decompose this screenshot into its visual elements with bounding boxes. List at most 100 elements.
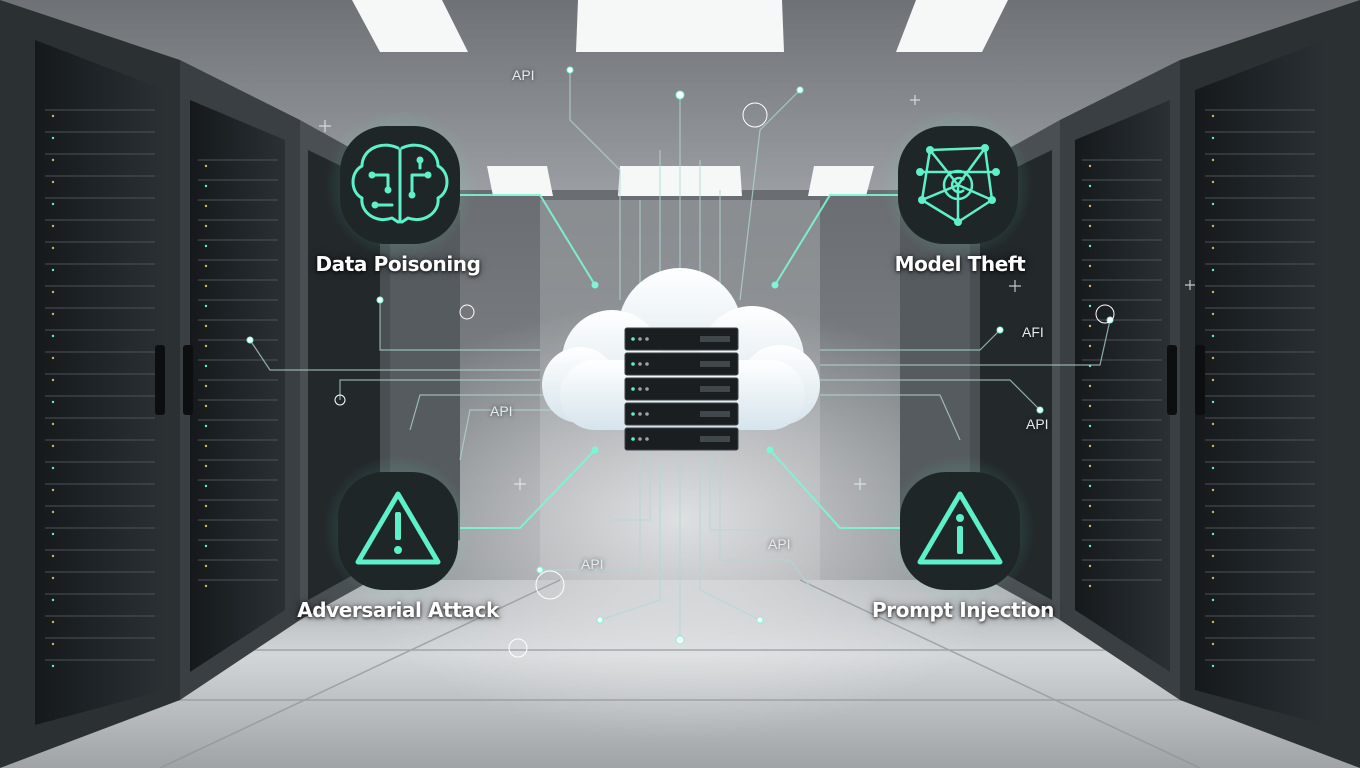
rack-led [1211, 488, 1215, 492]
rack-led [204, 324, 208, 328]
rack-led [204, 424, 208, 428]
server-led [645, 337, 649, 341]
rack-led [1088, 464, 1092, 468]
rack-led [1088, 584, 1092, 588]
rack-led [1088, 324, 1092, 328]
rack-led [204, 304, 208, 308]
rack-led [1211, 246, 1215, 250]
rack-led [1211, 444, 1215, 448]
server-unit [624, 352, 739, 376]
rack-led [51, 268, 55, 272]
server-unit [624, 327, 739, 351]
rack-led [1211, 224, 1215, 228]
rack-led [1211, 202, 1215, 206]
rack-led [1211, 642, 1215, 646]
rack-led [1211, 554, 1215, 558]
server-led [638, 337, 642, 341]
rack-led [1211, 466, 1215, 470]
rack-led [204, 204, 208, 208]
api-tag: API [1026, 416, 1049, 432]
rack-led [51, 444, 55, 448]
ceiling-lights [352, 0, 1008, 196]
api-tag: API [512, 67, 535, 83]
rack-led [1211, 136, 1215, 140]
rack-unit-lines [45, 109, 1315, 668]
rack-led [1211, 664, 1215, 668]
rack-led [51, 334, 55, 338]
data-poisoning-label: Data Poisoning [315, 252, 481, 276]
rack-led [51, 312, 55, 316]
rack-led [1211, 422, 1215, 426]
rack-led [51, 664, 55, 668]
rack-led [1211, 114, 1215, 118]
rack-led [51, 378, 55, 382]
rack-led [51, 466, 55, 470]
rack-led [1088, 404, 1092, 408]
rack-led [1088, 564, 1092, 568]
rack-led [51, 158, 55, 162]
server-unit [624, 427, 739, 451]
warning-triangle-icon-prompt [885, 455, 1035, 605]
rack-led [204, 584, 208, 588]
rack-led [204, 184, 208, 188]
cloud-server-icon [542, 268, 820, 451]
rack-led [204, 504, 208, 508]
server-led [645, 387, 649, 391]
rack-led [51, 422, 55, 426]
api-tag: API [581, 556, 604, 572]
rack-led [51, 400, 55, 404]
rack-led [1211, 180, 1215, 184]
server-slot [700, 411, 730, 417]
server-led [638, 412, 642, 416]
rack-led [1088, 384, 1092, 388]
server-led [645, 412, 649, 416]
rack-led [51, 620, 55, 624]
rack-led [1088, 344, 1092, 348]
server-led [645, 362, 649, 366]
rack-led [204, 224, 208, 228]
rack-led [204, 544, 208, 548]
server-stack [624, 327, 739, 451]
rack-led [51, 532, 55, 536]
rack-led [1211, 356, 1215, 360]
rack-led [51, 246, 55, 250]
prompt-injection-label: Prompt Injection [872, 598, 1054, 622]
server-led [631, 362, 635, 366]
adversarial-attack-label: Adversarial Attack [297, 598, 499, 622]
rack-led [51, 356, 55, 360]
rack-led [1211, 312, 1215, 316]
rack-led [51, 202, 55, 206]
api-tag: AFI [1022, 324, 1044, 340]
warning-triangle-icon-adversarial [323, 455, 473, 605]
rack-led [51, 576, 55, 580]
rack-led [1088, 204, 1092, 208]
rack-led [1088, 524, 1092, 528]
server-led [638, 387, 642, 391]
rack-led [1211, 158, 1215, 162]
rack-led [1211, 598, 1215, 602]
rack-led [1088, 224, 1092, 228]
rack-led [1088, 184, 1092, 188]
server-slot [700, 436, 730, 442]
server-slot [700, 361, 730, 367]
rack-led [204, 244, 208, 248]
rack-led [51, 488, 55, 492]
rack-led [1211, 290, 1215, 294]
rack-led [51, 114, 55, 118]
rack-led [204, 264, 208, 268]
rack-led [1211, 378, 1215, 382]
api-tag: API [490, 403, 513, 419]
rack-led [1211, 620, 1215, 624]
server-led [631, 437, 635, 441]
server-led [631, 387, 635, 391]
rack-led [204, 564, 208, 568]
rack-led [204, 484, 208, 488]
api-tag: API [768, 536, 791, 552]
rack-led [1211, 400, 1215, 404]
rack-led [1088, 544, 1092, 548]
rack-led [1088, 484, 1092, 488]
rack-led [51, 554, 55, 558]
rack-led [51, 510, 55, 514]
rack-led [51, 290, 55, 294]
rack-led [1088, 424, 1092, 428]
